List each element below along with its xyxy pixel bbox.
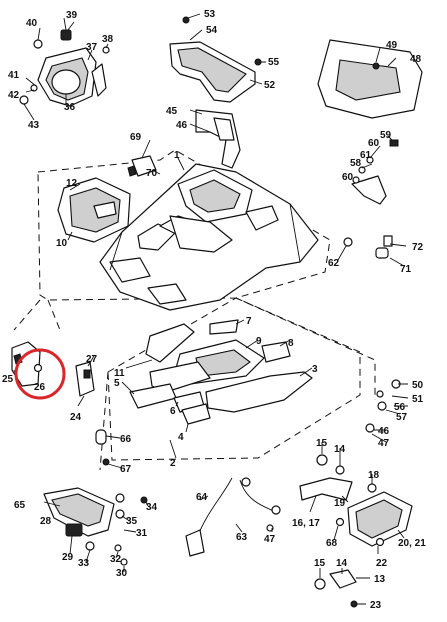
callout-27: 27 bbox=[86, 354, 98, 365]
callout-3: 3 bbox=[312, 364, 318, 375]
callout-34: 34 bbox=[146, 502, 158, 513]
callout-10: 10 bbox=[56, 238, 68, 249]
callout-22: 22 bbox=[376, 558, 388, 569]
callout-6: 6 bbox=[170, 406, 176, 417]
air-intake-assembly bbox=[19, 29, 110, 107]
callout-47b: 47 bbox=[264, 534, 276, 545]
callout-63: 63 bbox=[236, 532, 248, 543]
left-bracket-25 bbox=[11, 341, 95, 397]
callout-41: 41 bbox=[8, 70, 20, 81]
callout-49: 49 bbox=[386, 40, 398, 51]
callout-2: 2 bbox=[170, 458, 176, 469]
windshield-48 bbox=[317, 39, 423, 119]
callout-23: 23 bbox=[370, 600, 382, 611]
callout-31: 31 bbox=[136, 528, 148, 539]
callout-68: 68 bbox=[326, 538, 338, 549]
callout-15: 15 bbox=[316, 438, 328, 449]
callout-71: 71 bbox=[400, 264, 412, 275]
callout-50: 50 bbox=[412, 380, 424, 391]
callout-60: 60 bbox=[368, 138, 380, 149]
bracket-69 bbox=[127, 155, 157, 177]
callout-59: 59 bbox=[380, 130, 392, 141]
callout-48: 48 bbox=[410, 54, 422, 65]
callout-25: 25 bbox=[2, 374, 14, 385]
callout-57: 57 bbox=[396, 412, 408, 423]
callout-15b: 15 bbox=[314, 558, 326, 569]
lower-right-dash bbox=[235, 297, 376, 400]
callout-1: 1 bbox=[174, 150, 180, 161]
callout-47: 47 bbox=[378, 438, 390, 449]
callout-20-21: 20, 21 bbox=[398, 538, 426, 549]
leader-lines bbox=[13, 13, 409, 605]
callout-4: 4 bbox=[178, 432, 184, 443]
callout-40: 40 bbox=[26, 18, 38, 29]
callout-43: 43 bbox=[28, 120, 40, 131]
callout-13: 13 bbox=[374, 574, 386, 585]
callout-11: 11 bbox=[114, 368, 125, 379]
callout-7: 7 bbox=[246, 316, 252, 327]
callout-29: 29 bbox=[62, 552, 74, 563]
callout-42: 42 bbox=[8, 90, 20, 101]
bracket-45 bbox=[195, 109, 241, 169]
panel-parts bbox=[129, 319, 313, 425]
callout-69: 69 bbox=[130, 132, 142, 143]
hood-group-outline bbox=[37, 149, 331, 301]
callout-28: 28 bbox=[40, 516, 52, 527]
callout-62: 62 bbox=[328, 258, 340, 269]
callout-36: 36 bbox=[64, 102, 76, 113]
callouts: 40 39 38 37 41 42 36 43 53 54 55 52 49 4… bbox=[2, 9, 426, 611]
callout-30: 30 bbox=[116, 568, 128, 579]
callout-8: 8 bbox=[288, 338, 294, 349]
callout-54: 54 bbox=[206, 25, 218, 36]
callout-35: 35 bbox=[126, 516, 138, 527]
left-dash bbox=[13, 299, 109, 471]
side-panel-10-12 bbox=[57, 177, 131, 243]
callout-66: 66 bbox=[120, 434, 132, 445]
callout-39: 39 bbox=[66, 10, 78, 21]
callout-9: 9 bbox=[256, 336, 262, 347]
callout-58: 58 bbox=[350, 158, 362, 169]
callout-60b: 60 bbox=[342, 172, 354, 183]
callout-16-17: 16, 17 bbox=[292, 518, 320, 529]
callout-46b: 46 bbox=[378, 426, 390, 437]
highlight-circle bbox=[14, 348, 66, 400]
callout-53: 53 bbox=[204, 9, 216, 20]
cable-63-64 bbox=[185, 477, 281, 557]
callout-45: 45 bbox=[166, 106, 178, 117]
callout-18: 18 bbox=[368, 470, 380, 481]
callout-46: 46 bbox=[176, 120, 188, 131]
callout-38: 38 bbox=[102, 34, 114, 45]
callout-52: 52 bbox=[264, 80, 276, 91]
callout-64: 64 bbox=[196, 492, 208, 503]
callout-67: 67 bbox=[120, 464, 132, 475]
callout-14b: 14 bbox=[336, 558, 348, 569]
callout-33: 33 bbox=[78, 558, 90, 569]
callout-51: 51 bbox=[412, 394, 424, 405]
right-hardware bbox=[343, 139, 399, 259]
callout-65: 65 bbox=[14, 500, 26, 511]
callout-55: 55 bbox=[268, 57, 280, 68]
hood-1 bbox=[99, 163, 319, 311]
callout-12: 12 bbox=[66, 178, 78, 189]
callout-72: 72 bbox=[412, 242, 424, 253]
callout-70: 70 bbox=[146, 168, 158, 179]
callout-26: 26 bbox=[34, 382, 46, 393]
bellypan-20-21 bbox=[299, 454, 413, 608]
right-column-hardware bbox=[95, 379, 401, 466]
callout-37: 37 bbox=[86, 42, 98, 53]
callout-32: 32 bbox=[110, 554, 122, 565]
callout-61: 61 bbox=[360, 150, 372, 161]
callout-5: 5 bbox=[114, 378, 120, 389]
callout-56: 56 bbox=[394, 402, 406, 413]
callout-14: 14 bbox=[334, 444, 346, 455]
callout-19: 19 bbox=[334, 498, 346, 509]
callout-24: 24 bbox=[70, 412, 82, 423]
console-28 bbox=[43, 487, 148, 566]
